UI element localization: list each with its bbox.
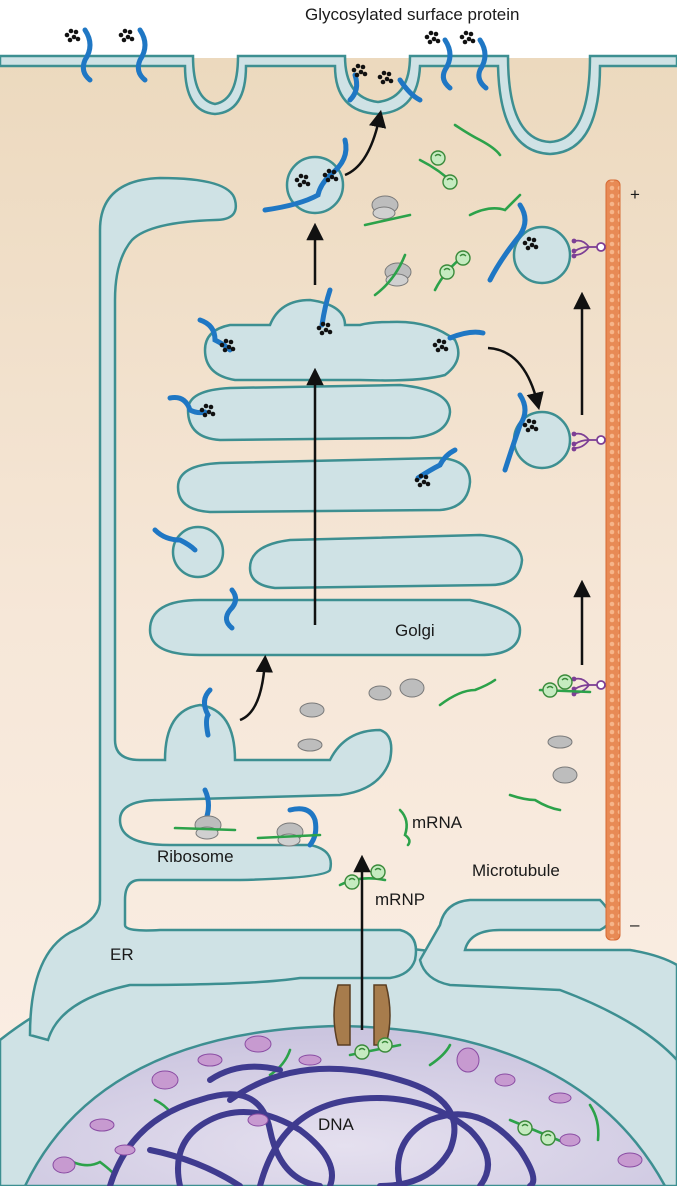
vesicle-icon <box>171 525 225 579</box>
mrnp-icon <box>354 1044 370 1060</box>
mrnp-icon <box>455 250 471 266</box>
mrnp-icon <box>439 264 455 280</box>
arrow-icon <box>344 109 387 177</box>
arrow-icon <box>487 346 544 411</box>
mrnp-icon <box>542 682 558 698</box>
endoplasmic-reticulum <box>28 176 677 1062</box>
minus-end-label: – <box>630 915 640 934</box>
mrnp-icon <box>344 874 360 890</box>
golgi-label: Golgi <box>395 621 435 640</box>
plasma-membrane <box>0 54 677 156</box>
ribosome-icon <box>371 195 399 220</box>
dna <box>107 1063 537 1186</box>
mrnp-icon <box>430 150 446 166</box>
proteins <box>80 27 528 848</box>
mrna-label: mRNA <box>412 813 463 832</box>
mrnp-icon <box>370 864 386 880</box>
microtubule <box>605 179 621 941</box>
nuclear-bodies <box>52 1035 643 1174</box>
mrnp-icon <box>377 1037 393 1053</box>
nuclear-pore-icon <box>333 984 391 1046</box>
ribosome-icon <box>276 822 304 847</box>
golgi-apparatus <box>148 298 524 657</box>
ribosome-label: Ribosome <box>157 847 234 866</box>
arrow-icon <box>239 654 274 722</box>
plus-end-label: + <box>630 185 640 204</box>
mrnp-icon <box>540 1130 556 1146</box>
extracellular-space <box>0 0 677 56</box>
surface-protein-label: Glycosylated surface protein <box>305 5 520 24</box>
er-label: ER <box>110 945 134 964</box>
arrows <box>239 109 591 1030</box>
mrnp-icon <box>517 1120 533 1136</box>
ribosomes <box>194 195 578 847</box>
mrnp-label: mRNP <box>375 890 425 909</box>
mrnp-icon <box>442 174 458 190</box>
mrnp-icon <box>557 674 573 690</box>
microtubule-label: Microtubule <box>472 861 560 880</box>
dna-label: DNA <box>318 1115 355 1134</box>
